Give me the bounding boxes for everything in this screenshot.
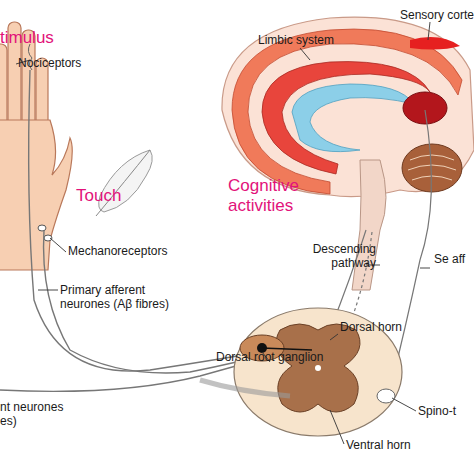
part-label: Mechanoreceptors (68, 244, 198, 258)
part-label: Descending pathway (286, 242, 376, 271)
part-label: Spino-t (418, 404, 474, 418)
part-label: Limbic system (258, 33, 368, 47)
part-label: nt neurones es) (0, 400, 80, 429)
part-label: Dorsal horn (340, 320, 430, 334)
part-label: Primary afferent neurones (Aβ fibres) (60, 283, 180, 312)
part-label: timulus (0, 28, 80, 48)
feather (96, 150, 152, 216)
brain (222, 17, 474, 290)
part-label: Touch (76, 186, 156, 206)
part-label: Cognitive activities (228, 176, 328, 217)
mechanoreceptors (38, 225, 52, 241)
part-label: Sensory corte (400, 8, 474, 22)
leader-lines (16, 22, 430, 444)
part-label: Ventral horn (346, 438, 446, 452)
part-label: Dorsal root ganglion (216, 350, 346, 364)
part-label: Nociceptors (18, 56, 128, 70)
part-label: Se aff (434, 252, 474, 266)
